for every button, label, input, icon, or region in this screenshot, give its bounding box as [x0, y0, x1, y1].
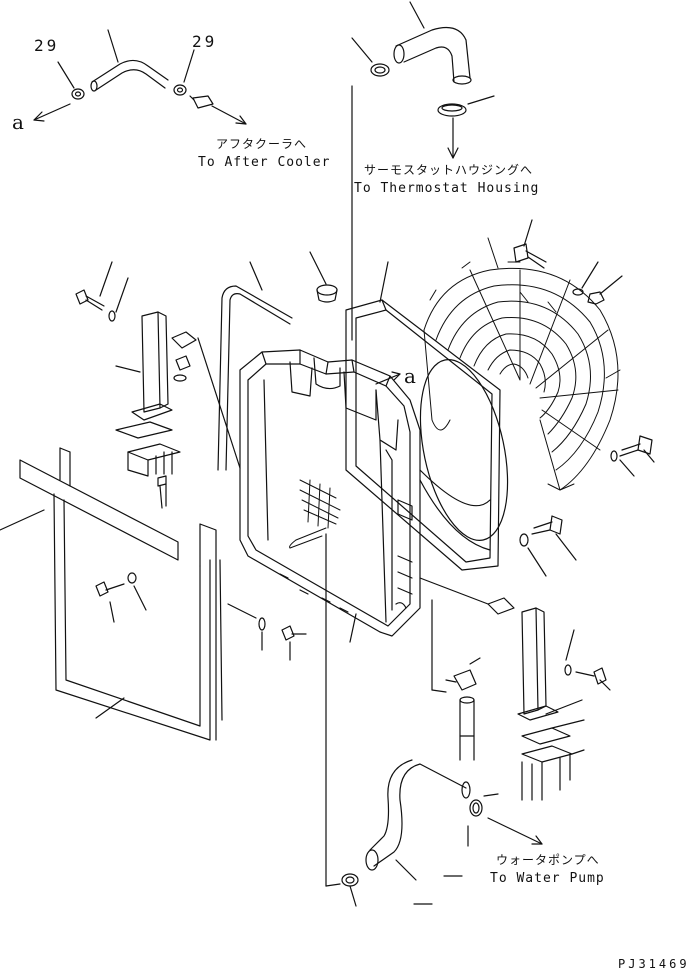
fan-shroud: [345, 261, 509, 571]
to-water-pump-jp: ウォータポンプへ: [496, 853, 600, 867]
thermostat-hose: [393, 1, 472, 85]
hose-clamp-right: [173, 49, 195, 96]
bolt-frame-left: [95, 572, 147, 623]
callout-29-left: 29: [34, 36, 60, 55]
plate-spacer: [171, 331, 241, 469]
upper-left-bracket: [99, 261, 173, 421]
thermostat-clamp-upper: [351, 37, 390, 77]
flow-arrows-top: [33, 103, 247, 125]
shim-plates-right: [521, 719, 585, 801]
bolt-top-right: [513, 219, 547, 269]
to-after-cooler-jp: アフタクーラへ: [216, 137, 308, 151]
plate-right: [419, 577, 515, 615]
water-pump-clamp-lower: [325, 873, 359, 907]
to-water-pump-en: To Water Pump: [490, 871, 605, 886]
bolt-vertical: [157, 475, 167, 509]
ref-arrow-right: [375, 373, 401, 385]
drain-fitting: [189, 95, 214, 109]
drawing-code: PJ31469: [618, 957, 686, 970]
bolt-frame-right: [227, 603, 307, 661]
radiator-cap: [309, 251, 338, 303]
bolt-shroud-right: [519, 515, 577, 577]
water-pump-clamp-upper: [467, 793, 499, 847]
radiator-core-hatch: [289, 479, 341, 549]
bolt-right-bracket: [564, 629, 611, 691]
to-thermostat-jp: サーモスタットハウジングへ: [364, 163, 534, 177]
left-support-frame: [0, 447, 223, 741]
water-pump-hose: [365, 759, 471, 881]
overflow-tube: [217, 261, 293, 471]
hose-clamp-left: [57, 61, 85, 100]
thermostat-clamp-lower: [437, 95, 495, 117]
callout-29-right: 29: [192, 32, 218, 51]
after-cooler-hose: [90, 29, 169, 92]
bolt-upper-left: [75, 289, 116, 322]
drain-valve: [431, 599, 481, 693]
lower-pipe-stub: [459, 696, 475, 761]
lower-right-bracket: [517, 607, 583, 721]
shim-plates: [115, 421, 181, 477]
ref-a-left: a: [12, 110, 24, 134]
to-after-cooler-en: To After Cooler: [198, 155, 331, 170]
ref-a-right: a: [404, 364, 416, 388]
arrow-to-water-pump: [487, 817, 543, 845]
nut-top-right: [572, 261, 623, 305]
radiator-core: [239, 349, 421, 643]
bolt-mid-right: [610, 435, 655, 477]
dash-marks: [413, 875, 463, 905]
fan-guard: [423, 237, 621, 491]
to-thermostat-en: To Thermostat Housing: [354, 181, 540, 196]
